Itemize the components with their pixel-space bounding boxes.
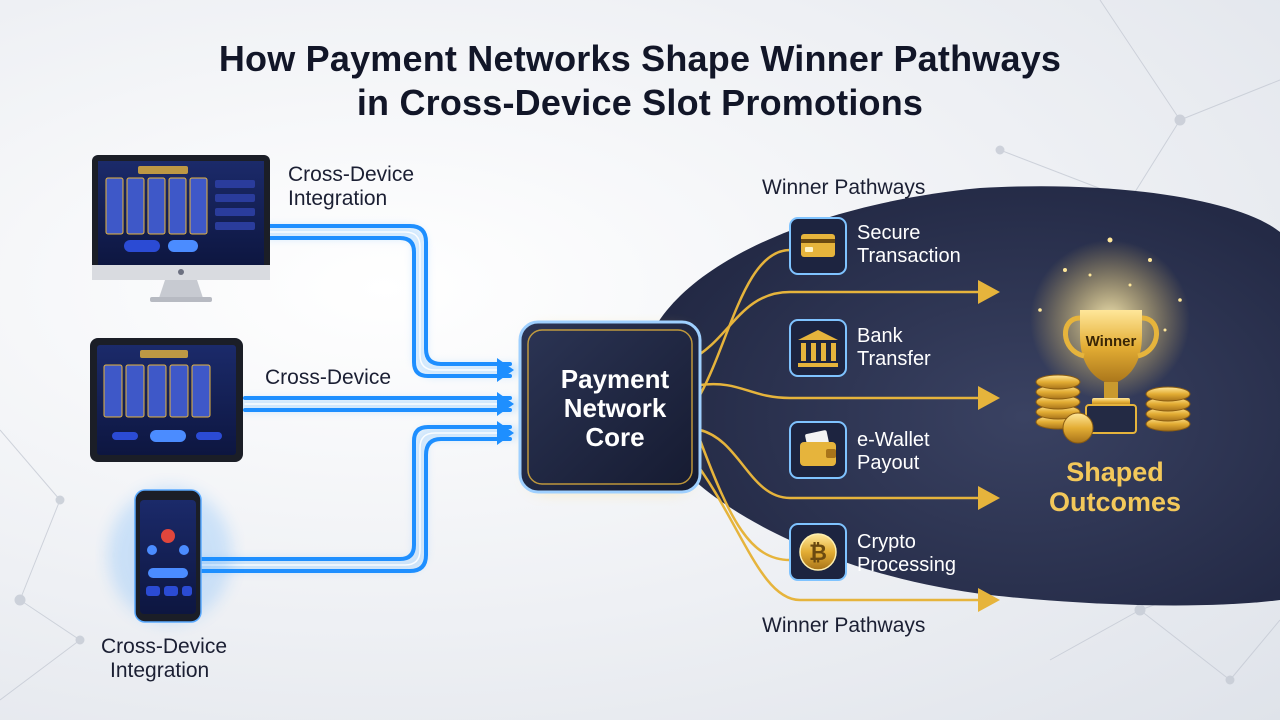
core-label-line2: Network [563, 393, 667, 423]
pathway-label-crypto: Crypto Processing [857, 531, 956, 577]
credit-card-icon [789, 217, 847, 275]
gold-coin-stacks [1035, 374, 1191, 444]
pathway-crypto-line2: Processing [857, 554, 956, 576]
phone-label-line2: Integration [110, 659, 210, 682]
pathway-secure-line1: Secure [857, 222, 921, 244]
outcome-line1: Shaped [1066, 457, 1164, 487]
pathway-secure-line2: Transaction [857, 245, 961, 267]
desktop-label-line2: Integration [288, 187, 388, 210]
trophy-label: Winner [1085, 333, 1137, 350]
page-title: How Payment Networks Shape Winner Pathwa… [218, 38, 1062, 79]
core-label-line1: Payment [560, 364, 670, 394]
svg-text:₿: ₿ [809, 540, 827, 565]
pathway-label-ewallet: e-Wallet Payout [857, 429, 930, 475]
gold-pathway-lines [688, 248, 982, 602]
phone-label-line1: Cross-Device [101, 635, 228, 658]
desktop-label-line1: Cross-Device [288, 163, 415, 186]
desktop-monitor [92, 155, 270, 302]
core-label: Payment Network Core [527, 365, 703, 452]
pathway-label-bank: Bank Transfer [857, 325, 931, 371]
smartphone-device [108, 487, 232, 623]
pathway-crypto-line1: Crypto [857, 531, 916, 553]
pathway-ewallet-line2: Payout [857, 452, 920, 474]
pathways-header-bottom: Winner Pathways [762, 614, 926, 637]
page-subtitle: in Cross-Device Slot Promotions [356, 82, 924, 123]
tablet-label: Cross-Device [265, 366, 392, 389]
pathway-bank-line2: Transfer [857, 348, 931, 370]
blue-data-streams [193, 224, 519, 573]
pathway-label-secure: Secure Transaction [857, 222, 961, 268]
pathway-bank-line1: Bank [857, 325, 903, 347]
bank-icon [789, 319, 847, 377]
outcome-line2: Outcomes [1048, 487, 1182, 517]
core-label-line3: Core [585, 422, 645, 452]
pathway-ewallet-line1: e-Wallet [857, 429, 930, 451]
wallet-icon [789, 421, 847, 479]
gold-pathway-arrowheads [978, 280, 1000, 612]
bitcoin-icon: ₿ [789, 523, 847, 581]
pathways-header-top: Winner Pathways [762, 176, 926, 199]
winner-trophy [1030, 237, 1190, 434]
payment-network-core-box [518, 320, 702, 494]
pathway-icon-tiles: ₿ [789, 217, 847, 581]
tablet-device [90, 338, 243, 462]
outcome-label: Shaped Outcomes [1030, 457, 1200, 517]
